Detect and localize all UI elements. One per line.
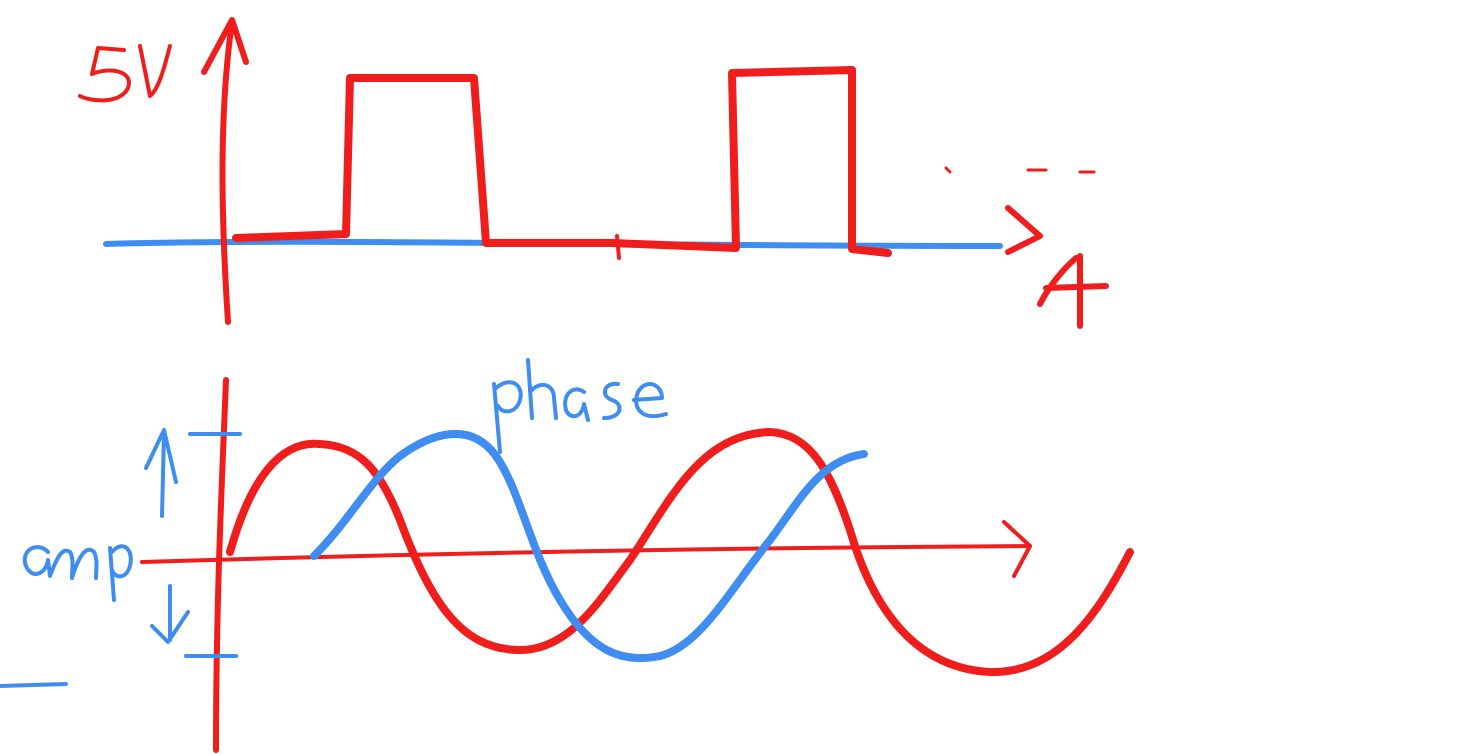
top-y-axis-line bbox=[219, 19, 235, 325]
square-wave-signal bbox=[232, 66, 892, 257]
continuation-dashes bbox=[944, 166, 1096, 174]
bottom-y-axis-line bbox=[213, 377, 229, 753]
bottom-x-axis-arrowhead bbox=[1002, 520, 1032, 578]
bottom-x-axis-line bbox=[140, 544, 1032, 564]
amplitude-label-amp: amp bbox=[22, 544, 133, 602]
top-x-axis-arrowhead bbox=[1005, 205, 1043, 255]
phase-label: phase bbox=[492, 358, 668, 454]
amplitude-down-arrow-icon bbox=[150, 584, 190, 644]
red-sine-wave-signal bbox=[226, 428, 1134, 677]
sine-wave-plot: amp phase bbox=[0, 358, 1134, 753]
voltage-label-5v: 5V bbox=[78, 44, 172, 103]
x-axis-label-a: A bbox=[1037, 253, 1109, 329]
square-wave-plot: 5V A bbox=[78, 17, 1109, 329]
top-y-axis-arrowhead bbox=[201, 17, 249, 75]
stray-blue-stroke bbox=[0, 682, 68, 688]
top-x-axis-line bbox=[103, 238, 1003, 249]
amplitude-up-arrow-icon bbox=[144, 428, 178, 518]
blue-sine-wave-signal bbox=[310, 430, 868, 663]
